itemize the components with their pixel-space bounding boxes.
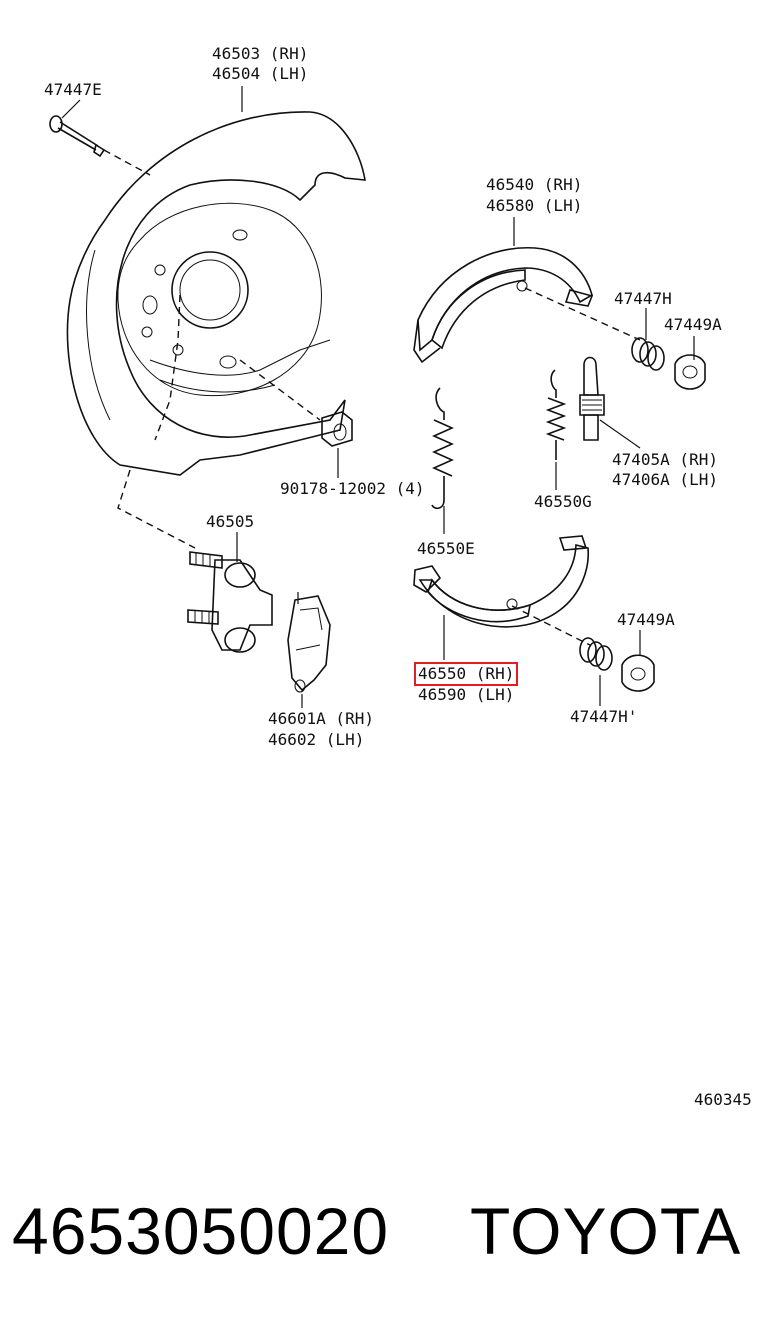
plug-90178-drawing [239, 359, 353, 447]
label-cup-47449a-top: 47449A [664, 315, 722, 334]
spring-46550e-drawing [431, 387, 454, 510]
label-backing-plate-rh: 46503 (RH) [212, 44, 309, 63]
label-plug-90178: 90178-12002 (4) [280, 479, 425, 498]
spring-cup-bottom-drawing [579, 637, 655, 692]
label-spring-46550g: 46550G [534, 492, 592, 511]
spring-cup-top-drawing [631, 337, 706, 390]
label-figure-number: 460345 [694, 1090, 752, 1109]
label-adjuster-lh: 47406A (LH) [612, 470, 718, 489]
label-strut-46505: 46505 [206, 512, 255, 531]
label-cup-47449a-bottom: 47449A [617, 610, 675, 629]
lever-46601a-drawing [287, 592, 331, 693]
label-shoe2-rh-highlighted[interactable]: 46550 (RH) [413, 662, 519, 686]
pin-47447e-drawing [49, 115, 151, 176]
leader-lines [61, 86, 695, 708]
label-lever-lh: 46602 (LH) [268, 730, 365, 749]
adjuster-47405a-drawing [579, 356, 605, 441]
part-number-title: 4653050020 [12, 1194, 390, 1268]
label-spring-46550e: 46550E [417, 539, 475, 558]
backing-plate-drawing [66, 111, 366, 476]
label-spring-47447h-bottom: 47447H' [570, 707, 638, 726]
label-backing-plate-lh: 46504 (LH) [212, 64, 309, 83]
leader-dash-plate [154, 294, 181, 441]
shoe-46540-drawing [413, 247, 641, 364]
leader-dash-strut [117, 469, 196, 549]
shoe-46550-drawing [413, 535, 591, 646]
label-pin-47447e: 47447E [44, 80, 102, 99]
brand-name: TOYOTA [470, 1194, 742, 1268]
label-lever-rh: 46601A (RH) [268, 709, 374, 728]
strut-46505-drawing [187, 551, 273, 653]
label-spring-47447h: 47447H [614, 289, 672, 308]
spring-46550g-drawing [545, 369, 567, 460]
label-shoe-lh: 46580 (LH) [486, 196, 583, 215]
label-shoe-rh: 46540 (RH) [486, 175, 583, 194]
label-shoe2-lh: 46590 (LH) [418, 685, 515, 704]
label-adjuster-rh: 47405A (RH) [612, 450, 718, 469]
